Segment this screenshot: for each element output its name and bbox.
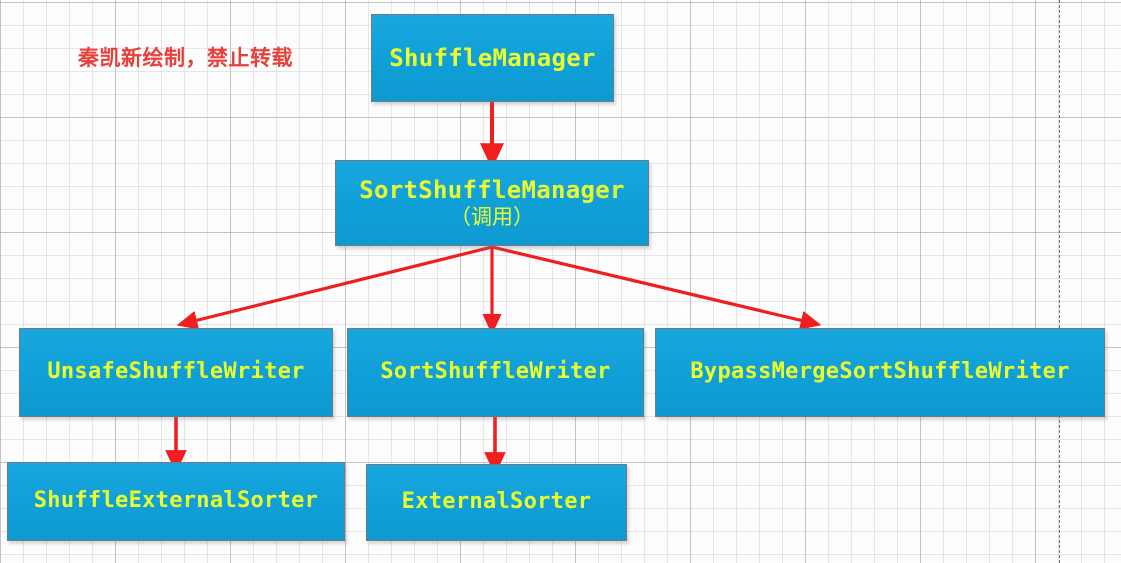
- edge-sortshufflemanager-to-unsafeshufflewriter: [176, 245, 493, 330]
- page-break-guide: [1059, 0, 1060, 563]
- node-label: BypassMergeSortShuffleWriter: [690, 359, 1070, 385]
- node-label: UnsafeShuffleWriter: [47, 359, 305, 385]
- node-unsafe-shuffle-writer[interactable]: UnsafeShuffleWriter: [19, 328, 333, 417]
- edge-sortshufflemanager-to-bypassmergesortshufflewriter: [491, 245, 822, 330]
- node-sort-shuffle-writer[interactable]: SortShuffleWriter: [347, 328, 644, 417]
- node-sort-shuffle-manager[interactable]: SortShuffleManager （调用）: [335, 160, 649, 246]
- node-shuffle-manager[interactable]: ShuffleManager: [371, 14, 614, 102]
- node-label: SortShuffleManager: [359, 175, 625, 204]
- node-label: SortShuffleWriter: [380, 359, 611, 385]
- node-label: ShuffleExternalSorter: [33, 488, 319, 514]
- node-bypass-merge-sort-shuffle-writer[interactable]: BypassMergeSortShuffleWriter: [655, 328, 1105, 417]
- watermark-text: 秦凯新绘制，禁止转载: [78, 46, 293, 70]
- node-label: ExternalSorter: [401, 489, 592, 515]
- node-shuffle-external-sorter[interactable]: ShuffleExternalSorter: [7, 462, 345, 541]
- node-label: ShuffleManager: [389, 43, 596, 72]
- node-external-sorter[interactable]: ExternalSorter: [366, 464, 627, 541]
- node-sublabel: （调用）: [450, 204, 534, 229]
